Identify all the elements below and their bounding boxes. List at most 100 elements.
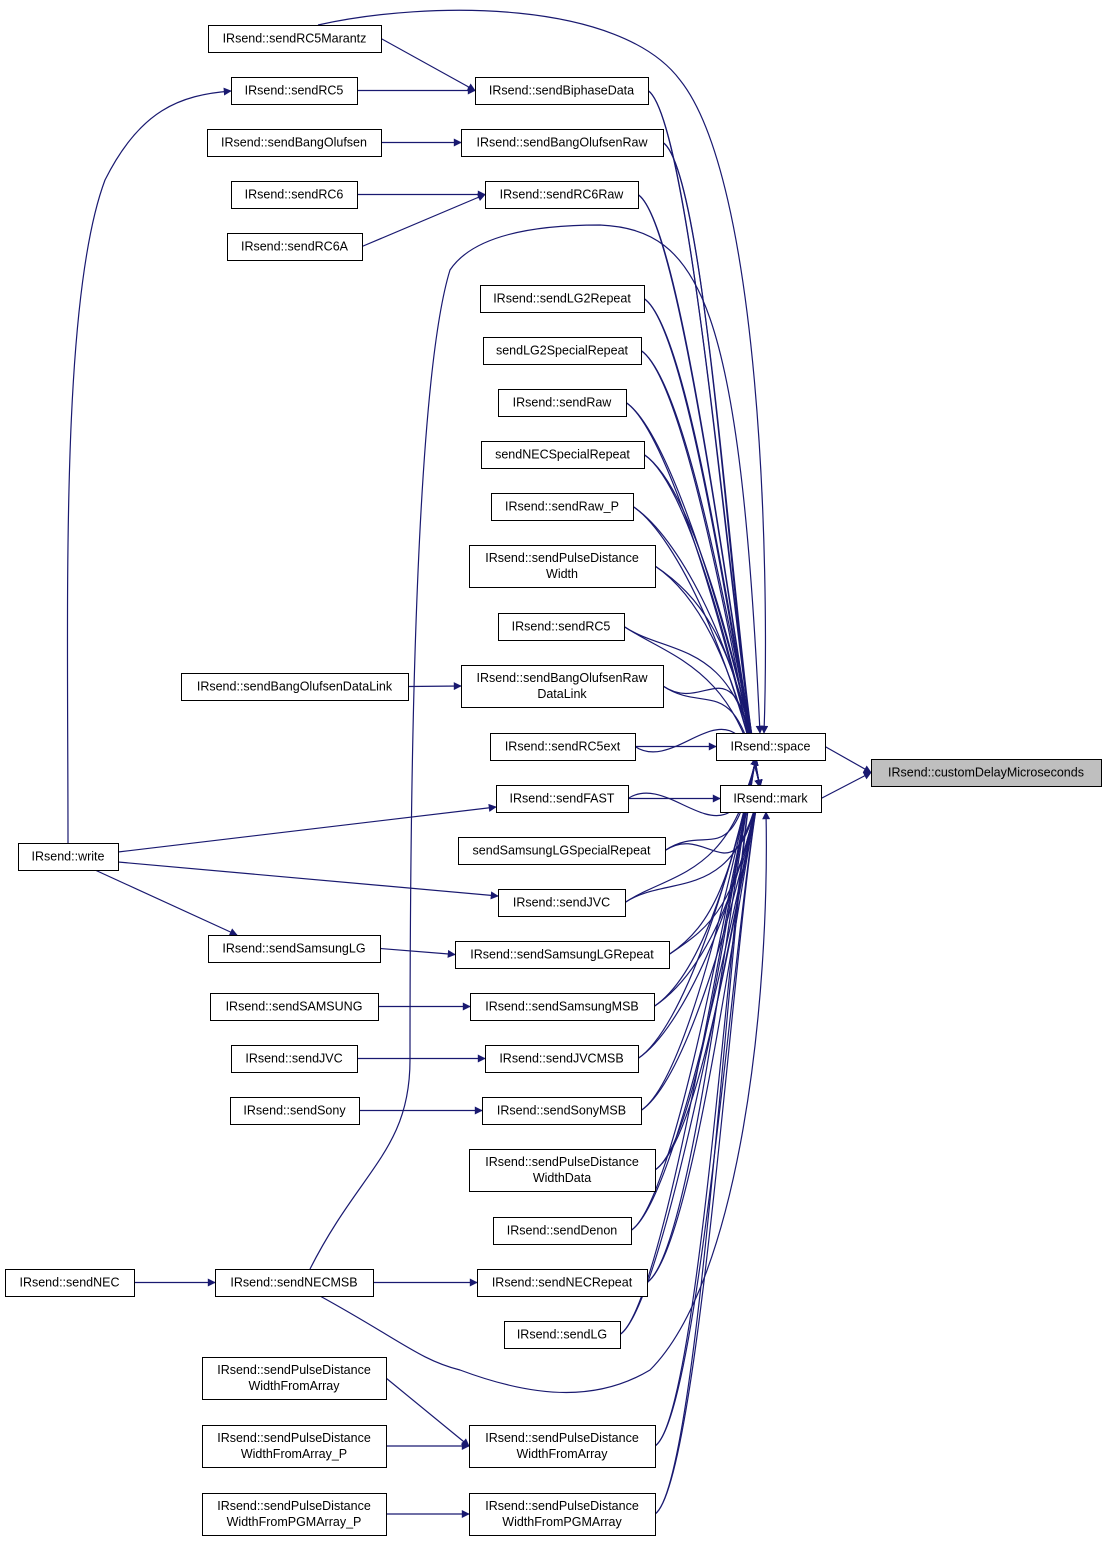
node-box: [481, 441, 645, 469]
node-label: IRsend::sendRaw: [513, 396, 613, 410]
node-sendNECRepeat[interactable]: IRsend::sendNECRepeat: [477, 1269, 648, 1297]
edge-sendRC6A-to-sendRC6Raw: [361, 193, 486, 248]
node-sendSonyMSB[interactable]: IRsend::sendSonyMSB: [482, 1097, 642, 1125]
node-sendBangOlufsen[interactable]: IRsend::sendBangOlufsen: [207, 129, 382, 157]
node-sendJVC_left[interactable]: IRsend::sendJVC: [231, 1045, 358, 1073]
node-label: IRsend::sendSony: [243, 1104, 346, 1118]
node-box: [498, 389, 627, 417]
node-box: [504, 1321, 621, 1349]
node-sendRC5Marantz[interactable]: IRsend::sendRC5Marantz: [208, 25, 382, 53]
node-box: [455, 941, 670, 969]
node-sendBiphaseData[interactable]: IRsend::sendBiphaseData: [475, 77, 649, 105]
node-box: [461, 129, 664, 157]
node-box: [483, 337, 642, 365]
node-sendRC5_mid[interactable]: IRsend::sendRC5: [498, 613, 625, 641]
node-box: [498, 613, 625, 641]
node-sendRaw[interactable]: IRsend::sendRaw: [498, 389, 627, 417]
edge-sendLG-to-space: [619, 757, 759, 1335]
node-box: [482, 1097, 642, 1125]
node-box: [5, 1269, 135, 1297]
node-sendRC6A[interactable]: IRsend::sendRC6A: [227, 233, 363, 261]
node-label: WidthData: [533, 1171, 591, 1185]
node-box: [469, 1149, 656, 1192]
node-sendLG[interactable]: IRsend::sendLG: [504, 1321, 621, 1349]
node-sendRaw_P[interactable]: IRsend::sendRaw_P: [491, 493, 634, 521]
node-label: IRsend::sendPulseDistance: [217, 1499, 371, 1513]
edge-sendPDWFromPGMArray-to-space: [654, 757, 759, 1515]
node-label: IRsend::sendPulseDistance: [485, 1499, 639, 1513]
node-box: [498, 889, 626, 917]
node-label: IRsend::sendFAST: [510, 792, 615, 806]
node-sendPDWFromPGMArray_P[interactable]: IRsend::sendPulseDistanceWidthFromPGMArr…: [202, 1493, 387, 1536]
node-box: [461, 665, 664, 708]
node-sendRC5_left[interactable]: IRsend::sendRC5: [231, 77, 358, 105]
node-sendBangOlufsenDataLink[interactable]: IRsend::sendBangOlufsenDataLink: [181, 673, 409, 701]
edge-sendPDWFromArray_mid-to-mark: [654, 786, 763, 1447]
node-sendJVC_mid[interactable]: IRsend::sendJVC: [498, 889, 626, 917]
node-sendRC5ext[interactable]: IRsend::sendRC5ext: [490, 733, 636, 761]
edge-write-to-sendJVC_mid: [117, 861, 499, 900]
node-box: [210, 993, 379, 1021]
edge-sendPulseDistanceWidth-to-space: [654, 565, 759, 759]
node-sendFAST[interactable]: IRsend::sendFAST: [496, 785, 629, 813]
edge-mark-to-customDelay: [820, 771, 872, 800]
node-sendSamsungLG[interactable]: IRsend::sendSamsungLG: [208, 935, 381, 963]
edge-sendBangOlufsenRaw-to-mark: [662, 142, 763, 788]
node-box: [18, 843, 119, 871]
node-sendNEC[interactable]: IRsend::sendNEC: [5, 1269, 135, 1297]
node-sendPDWFromArray_P[interactable]: IRsend::sendPulseDistanceWidthFromArray_…: [202, 1425, 387, 1468]
node-box: [720, 785, 822, 813]
node-write[interactable]: IRsend::write: [18, 843, 119, 871]
node-label: IRsend::sendLG2Repeat: [493, 292, 631, 306]
node-sendSamsungLGSpecialRepeat[interactable]: sendSamsungLGSpecialRepeat: [458, 837, 666, 865]
node-label: IRsend::sendDenon: [507, 1224, 618, 1238]
node-label: IRsend::sendPulseDistance: [485, 1431, 639, 1445]
node-label: IRsend::sendJVCMSB: [499, 1052, 623, 1066]
node-label: IRsend::sendRC5Marantz: [223, 32, 367, 46]
node-label: IRsend::sendLG: [517, 1328, 607, 1342]
node-sendRC6Raw[interactable]: IRsend::sendRC6Raw: [485, 181, 639, 209]
node-sendLG2Repeat[interactable]: IRsend::sendLG2Repeat: [480, 285, 645, 313]
node-label: IRsend::sendPulseDistance: [217, 1363, 371, 1377]
node-sendNECMSB[interactable]: IRsend::sendNECMSB: [215, 1269, 374, 1297]
node-label: IRsend::sendJVC: [513, 896, 610, 910]
edge-sendPulseDistanceWidthData-to-space: [654, 757, 759, 1171]
node-sendSAMSUNG[interactable]: IRsend::sendSAMSUNG: [210, 993, 379, 1021]
node-box: [477, 1269, 648, 1297]
node-space[interactable]: IRsend::space: [716, 733, 826, 761]
node-sendNECSpecialRepeat[interactable]: sendNECSpecialRepeat: [481, 441, 645, 469]
edge-sendNECMSB-to-space: [309, 224, 764, 1270]
node-box: [496, 785, 629, 813]
node-box: [207, 129, 382, 157]
node-label: IRsend::write: [32, 850, 105, 864]
edge-sendSonyMSB-to-mark: [640, 786, 763, 1111]
node-box: [480, 285, 645, 313]
node-customDelay[interactable]: IRsend::customDelayMicroseconds: [871, 759, 1102, 787]
node-box: [230, 1097, 360, 1125]
node-sendSony[interactable]: IRsend::sendSony: [230, 1097, 360, 1125]
node-box: [491, 493, 634, 521]
node-label: WidthFromPGMArray_P: [227, 1515, 362, 1529]
node-sendLG2SpecialRepeat[interactable]: sendLG2SpecialRepeat: [483, 337, 642, 365]
node-box: [470, 993, 655, 1021]
node-sendSamsungMSB[interactable]: IRsend::sendSamsungMSB: [470, 993, 655, 1021]
node-mark[interactable]: IRsend::mark: [720, 785, 822, 813]
node-label: IRsend::sendJVC: [245, 1052, 342, 1066]
edge-sendRC5_mid-to-space: [623, 626, 759, 759]
node-sendJVCMSB[interactable]: IRsend::sendJVCMSB: [485, 1045, 639, 1073]
node-sendRC6[interactable]: IRsend::sendRC6: [231, 181, 358, 209]
node-sendPDWFromPGMArray[interactable]: IRsend::sendPulseDistanceWidthFromPGMArr…: [469, 1493, 656, 1536]
node-box: [231, 181, 358, 209]
node-sendBangOlufsenRaw[interactable]: IRsend::sendBangOlufsenRaw: [461, 129, 664, 157]
node-sendDenon[interactable]: IRsend::sendDenon: [493, 1217, 632, 1245]
node-label: sendSamsungLGSpecialRepeat: [473, 844, 651, 858]
edge-sendRaw-to-mark: [625, 402, 763, 788]
node-label: Width: [546, 567, 578, 581]
node-sendSamsungLGRepeat[interactable]: IRsend::sendSamsungLGRepeat: [455, 941, 670, 969]
